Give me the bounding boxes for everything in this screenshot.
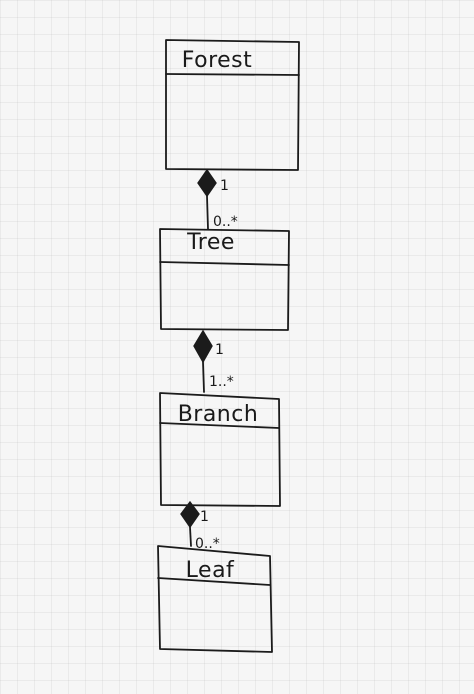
class-tree-box — [159, 228, 290, 331]
composition-forest-tree: 1 0..* — [197, 168, 238, 230]
association-line — [202, 361, 205, 393]
multiplicity-tree-end: 1 — [215, 342, 224, 358]
class-forest-name: Forest — [182, 48, 253, 73]
association-line — [189, 526, 192, 547]
class-branch-box — [159, 392, 281, 507]
class-branch: Branch — [159, 392, 281, 507]
multiplicity-forest-end: 1 — [220, 178, 229, 194]
multiplicity-branch-end: 1..* — [209, 374, 234, 390]
class-branch-divider — [159, 422, 280, 429]
class-tree: Tree — [159, 228, 290, 331]
class-leaf-box — [157, 545, 273, 653]
class-leaf-name: Leaf — [186, 558, 235, 583]
composition-branch-leaf: 1 0..* — [180, 500, 220, 552]
class-forest-box — [165, 39, 300, 171]
class-forest-divider — [165, 73, 300, 76]
multiplicity-branch-end: 1 — [200, 509, 209, 525]
composition-diamond-icon — [193, 329, 213, 364]
class-leaf-divider — [157, 577, 271, 586]
multiplicity-leaf-end: 0..* — [195, 536, 220, 552]
association-line — [206, 195, 209, 230]
composition-tree-branch: 1 1..* — [193, 329, 234, 393]
class-leaf: Leaf — [157, 545, 273, 653]
composition-diamond-icon — [197, 168, 217, 198]
class-branch-name: Branch — [178, 402, 259, 427]
class-tree-divider — [159, 261, 290, 266]
class-forest: Forest — [165, 39, 300, 171]
class-tree-name: Tree — [186, 230, 235, 255]
multiplicity-tree-end: 0..* — [213, 214, 238, 230]
